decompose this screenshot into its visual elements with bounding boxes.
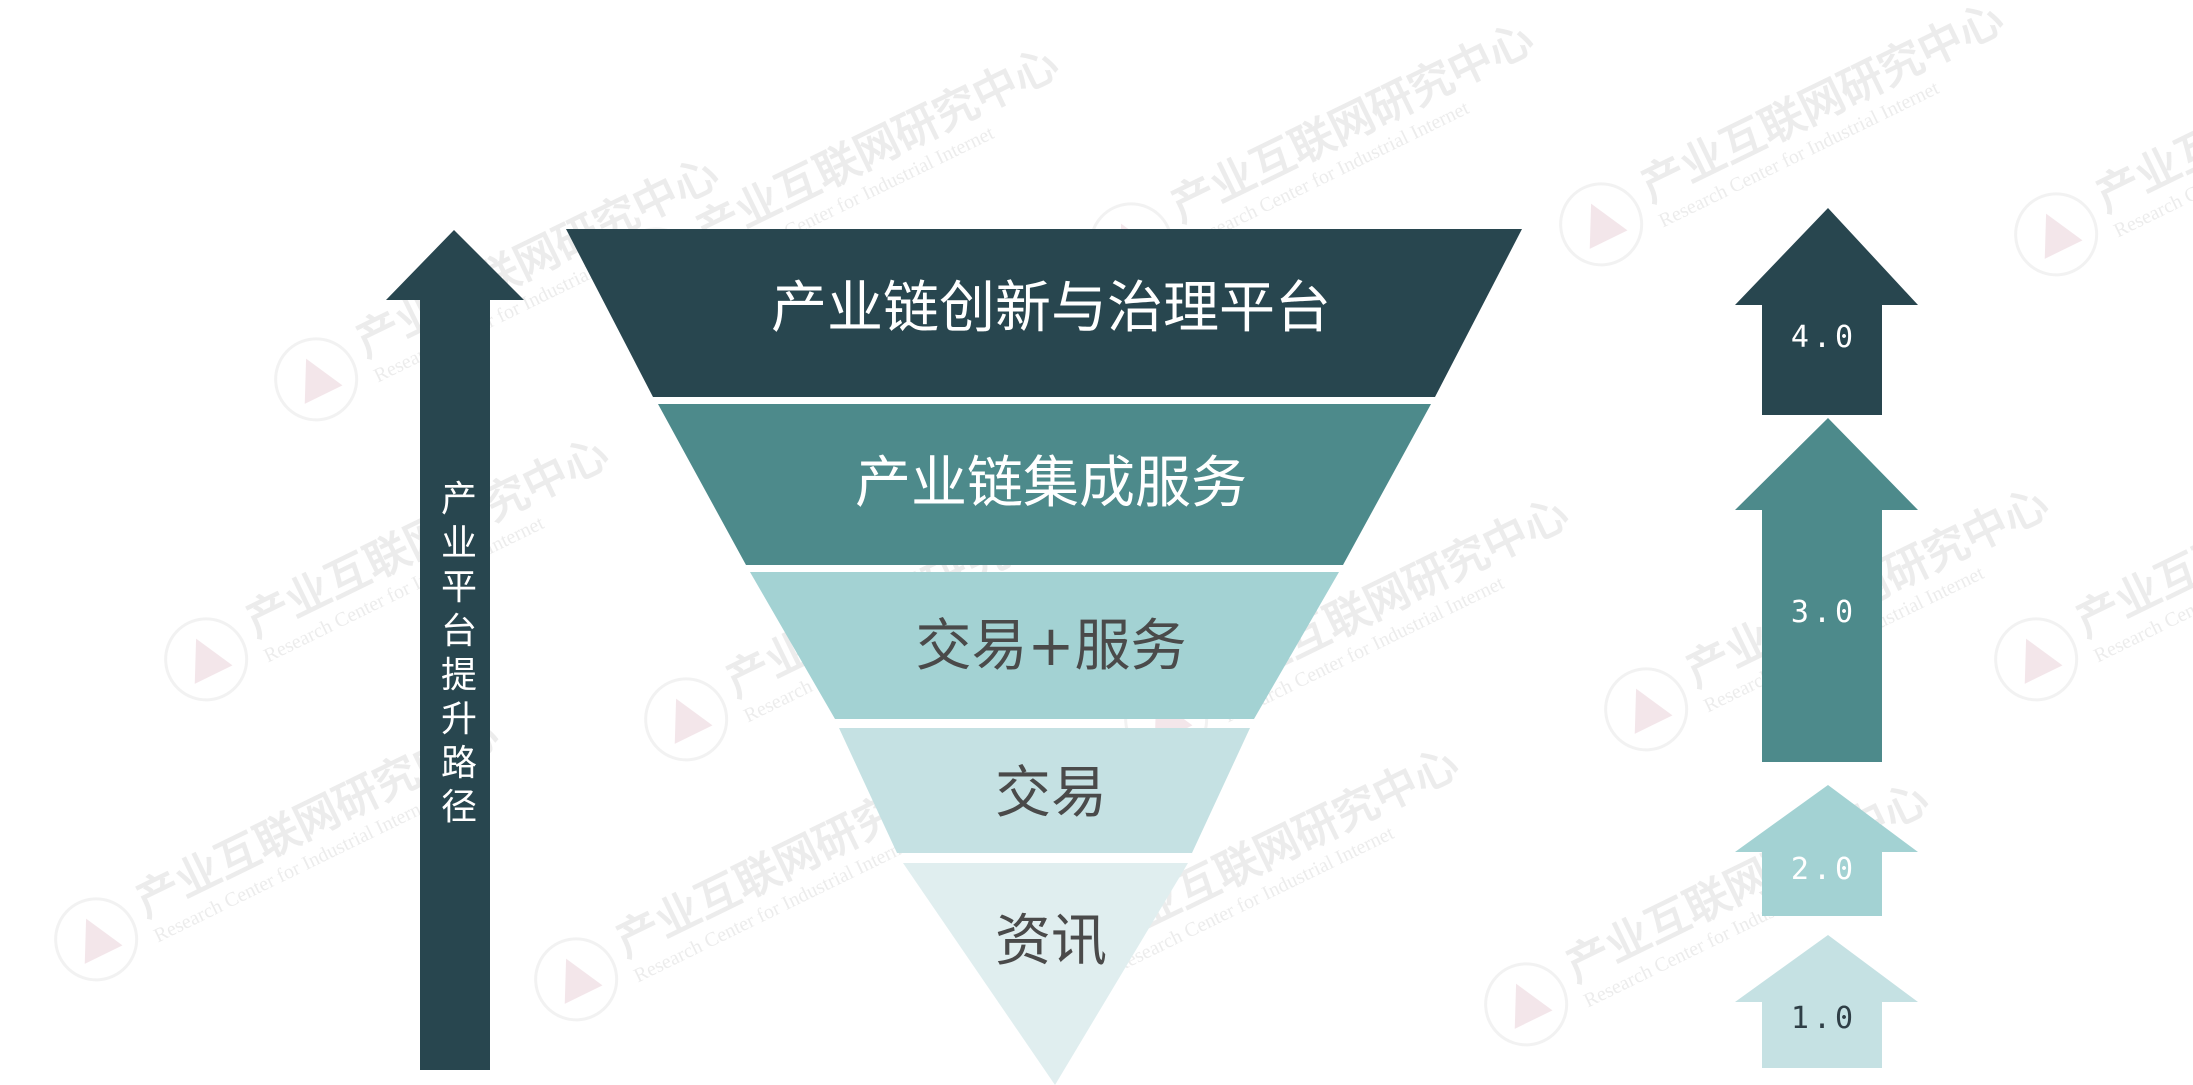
version-arrow-4-0 xyxy=(1735,208,1918,415)
funnel-level-2 xyxy=(658,404,1431,565)
funnel-level-3 xyxy=(750,572,1339,719)
funnel-label-1: 产业链创新与治理平台 xyxy=(771,276,1331,341)
funnel-label-3: 交易+服务 xyxy=(915,614,1187,679)
funnel-label-5: 资讯 xyxy=(995,909,1107,974)
version-arrow-1-0 xyxy=(1735,935,1918,1068)
version-label-3-0: 3.0 xyxy=(1790,595,1858,630)
funnel-level-4 xyxy=(839,728,1250,853)
version-arrow-2-0 xyxy=(1735,785,1918,916)
upgrade-path-arrow xyxy=(386,230,524,1070)
version-label-1-0: 1.0 xyxy=(1790,1001,1858,1036)
version-arrow-3-0 xyxy=(1735,418,1918,762)
version-label-2-0: 2.0 xyxy=(1790,852,1858,887)
upgrade-path-label: 产业平台提升路径 xyxy=(440,479,477,828)
funnel-level-1 xyxy=(566,229,1522,397)
funnel-label-2: 产业链集成服务 xyxy=(855,451,1247,516)
funnel-level-5 xyxy=(903,863,1188,1085)
funnel-label-4: 交易 xyxy=(995,761,1107,826)
version-label-4-0: 4.0 xyxy=(1790,320,1858,355)
